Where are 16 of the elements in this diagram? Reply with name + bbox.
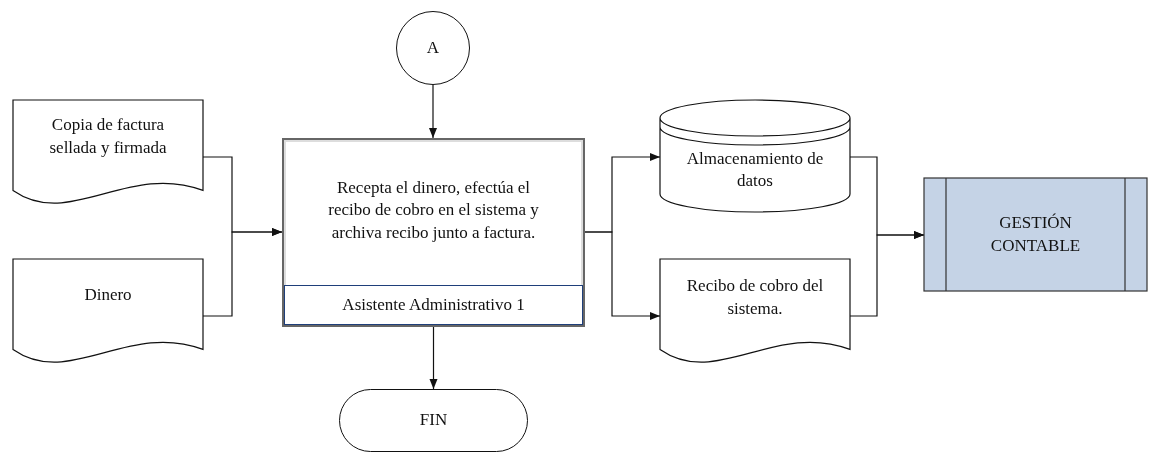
- arrow: [429, 84, 437, 139]
- node-label: Dinero: [84, 284, 132, 307]
- predefined-process-box: [924, 178, 1147, 291]
- node-label: Copia de factura sellada y firmada: [48, 114, 168, 159]
- process-box: [282, 138, 585, 327]
- arrow: [429, 326, 438, 390]
- node-label: A: [426, 36, 440, 59]
- database-cylinder: [660, 100, 850, 212]
- role-band: [284, 285, 583, 325]
- node-label: Recibo de cobro del sistema.: [685, 275, 825, 320]
- node-label: Almacenamiento de datos: [685, 147, 825, 192]
- arrow: [584, 231, 661, 320]
- node-label: FIN: [419, 409, 448, 432]
- node-label: Recepta el dinero, efectúa el recibo de cobro en el sistema y archiva recibo junto a factura.: [327, 177, 540, 244]
- node-label: GESTIÓN CONTABLE: [989, 212, 1082, 257]
- role-label: Asistente Administrativo 1: [342, 293, 525, 316]
